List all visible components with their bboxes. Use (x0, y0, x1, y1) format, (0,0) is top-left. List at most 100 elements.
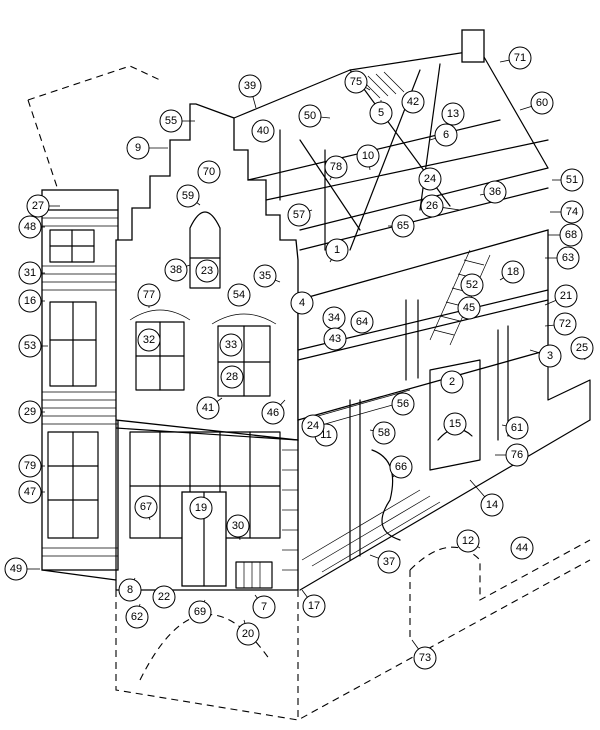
callout-leader (329, 176, 332, 181)
callout-leader (442, 207, 461, 211)
callout-leader (499, 277, 504, 281)
callout-number: 3 (547, 350, 553, 362)
callout-number: 46 (267, 407, 279, 419)
callout-circle (440, 370, 464, 394)
callout-5: 5 (369, 100, 393, 125)
callout-number: 43 (329, 333, 341, 345)
callout-21: 21 (544, 284, 578, 308)
callout-number: 31 (24, 267, 36, 279)
callout-73: 73 (411, 639, 437, 670)
callout-number: 5 (378, 107, 384, 119)
callout-circle (505, 443, 529, 467)
callout-leader (252, 96, 257, 109)
callout-circle (159, 109, 183, 133)
callout-circle (290, 291, 314, 315)
callout-12: 12 (456, 529, 481, 553)
callout-leader (365, 87, 371, 91)
callout-circle (152, 585, 176, 609)
callout-number: 72 (559, 318, 571, 330)
callout-34: 34 (322, 306, 346, 330)
callout-28: 28 (220, 365, 244, 389)
callout-number: 24 (424, 173, 436, 185)
callout-8: 8 (118, 577, 142, 602)
callout-circle (369, 101, 393, 125)
callout-number: 39 (244, 80, 256, 92)
callout-7: 7 (252, 594, 276, 619)
callout-circle (188, 600, 212, 624)
callout-circle (18, 289, 42, 313)
callout-70: 70 (197, 160, 221, 184)
callout-55: 55 (159, 109, 195, 133)
callout-74: 74 (550, 200, 584, 224)
callout-43: 43 (323, 327, 347, 351)
callout-53: 53 (18, 334, 48, 358)
callout-number: 12 (462, 535, 474, 547)
callout-41: 41 (196, 396, 223, 420)
callout-number: 51 (566, 174, 578, 186)
callout-circle (508, 46, 532, 70)
callout-leader (243, 619, 246, 624)
callout-50: 50 (298, 104, 331, 128)
callout-number: 48 (24, 221, 36, 233)
callout-68: 68 (548, 223, 583, 247)
callout-35: 35 (253, 264, 281, 288)
callout-number: 26 (426, 200, 438, 212)
callout-17: 17 (301, 589, 326, 618)
callout-circle (324, 155, 348, 179)
callout-16: 16 (18, 289, 45, 313)
callout-56: 56 (391, 392, 415, 416)
callout-15: 15 (443, 412, 467, 436)
callout-number: 59 (182, 190, 194, 202)
callout-24: 24 (418, 167, 442, 191)
callout-number: 29 (24, 406, 36, 418)
callout-circle (252, 595, 276, 619)
callout-number: 6 (443, 129, 449, 141)
callout-number: 52 (466, 279, 478, 291)
callout-22: 22 (152, 585, 176, 609)
callout-number: 45 (463, 302, 475, 314)
callout-circle (323, 327, 347, 351)
callout-number: 15 (449, 418, 461, 430)
callout-number: 23 (201, 265, 213, 277)
callout-number: 11 (320, 429, 331, 441)
callout-75: 75 (344, 70, 371, 94)
callout-number: 71 (514, 52, 526, 64)
callout-leader (501, 424, 507, 427)
callout-number: 75 (350, 76, 362, 88)
callout-leader (469, 479, 486, 498)
callout-circle (26, 194, 50, 218)
callout-number: 4 (299, 297, 305, 309)
callout-number: 57 (293, 209, 305, 221)
callout-number: 77 (143, 289, 155, 301)
callout-circle (325, 238, 349, 262)
callout-number: 44 (516, 542, 528, 554)
callout-circle (176, 184, 200, 208)
callout-number: 40 (257, 125, 269, 137)
callout-48: 48 (18, 215, 45, 239)
callout-circle (118, 578, 142, 602)
callout-32: 32 (137, 328, 161, 352)
callout-circle (391, 392, 415, 416)
callout-3: 3 (529, 344, 562, 368)
callout-circle (134, 495, 158, 519)
callout-66: 66 (389, 455, 413, 479)
callout-circle (377, 550, 401, 574)
callout-76: 76 (495, 443, 529, 467)
neighbour-house-left (27, 65, 161, 571)
callout-number: 69 (194, 606, 206, 618)
callout-circle (261, 401, 285, 425)
callout-4: 4 (290, 291, 314, 315)
callout-circle (137, 328, 161, 352)
callout-circle (553, 312, 577, 336)
callout-number: 33 (225, 339, 237, 351)
callout-number: 78 (330, 161, 342, 173)
callout-26: 26 (420, 194, 461, 218)
callout-leader (411, 639, 419, 650)
callout-circle (401, 90, 425, 114)
callout-leader (301, 589, 308, 598)
callout-circle (456, 529, 480, 553)
callout-61: 61 (501, 416, 529, 440)
callout-circle (570, 336, 594, 360)
callout-52: 52 (460, 273, 484, 297)
callout-number: 63 (562, 252, 574, 264)
